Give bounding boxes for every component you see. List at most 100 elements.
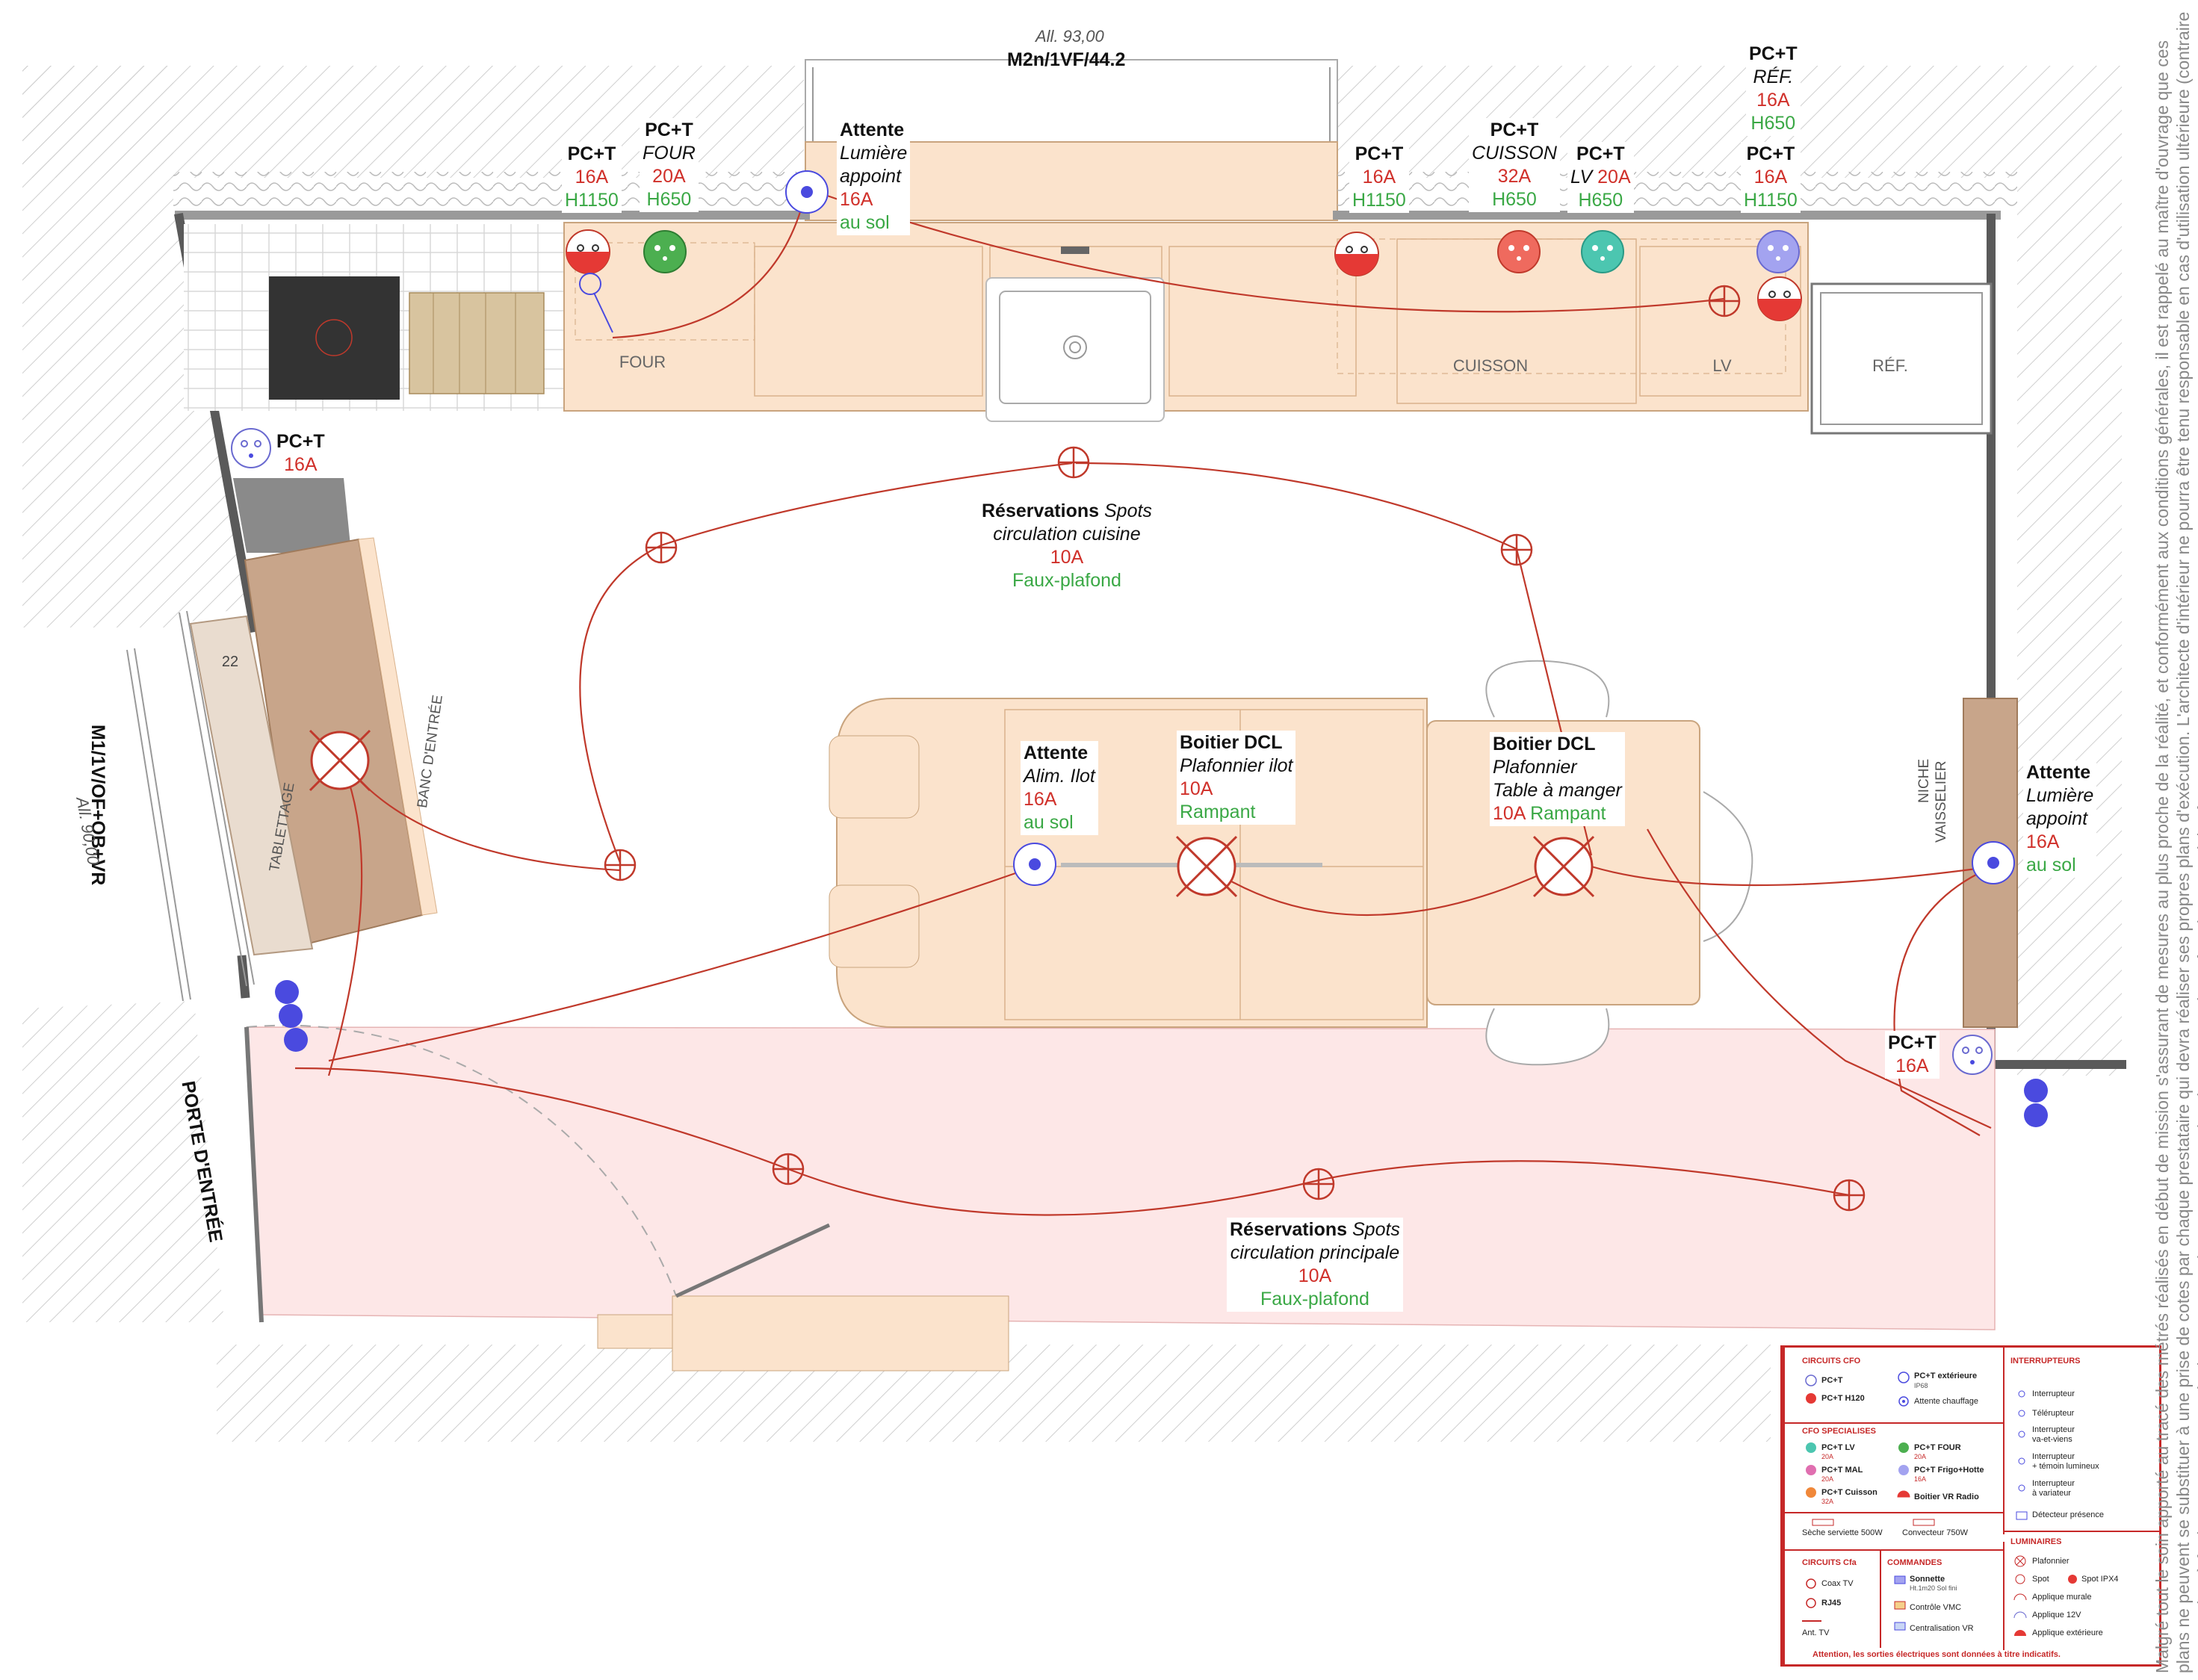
legend: CIRCUITS CFO PC+T PC+T H120 PC+T extérie… bbox=[1780, 1345, 2161, 1667]
label-line: Alim. Ilot bbox=[1024, 766, 1095, 787]
label-note: au sol bbox=[840, 212, 890, 233]
tablettage-depth: 22 bbox=[222, 654, 238, 670]
top-window-sill: All. 93,00 bbox=[1035, 27, 1104, 46]
legend-mal: PC+T MAL bbox=[1821, 1466, 1863, 1475]
legend-sonnette: Sonnette bbox=[1910, 1575, 1945, 1584]
outlets bbox=[231, 229, 1993, 1075]
legend-pct-ext: PC+T extérieure bbox=[1914, 1371, 1978, 1380]
label-amp: 16A bbox=[2026, 831, 2060, 852]
insulation-left bbox=[173, 172, 802, 209]
label-attente-lumiere-right: Attente Lumière appoint 16A au sol bbox=[2023, 760, 2097, 878]
ref-label: RÉF. bbox=[1872, 356, 1908, 375]
legend-lum4: Applique 12V bbox=[2032, 1611, 2081, 1619]
label-line: Lumière bbox=[840, 143, 908, 164]
label-pc-lv: PC+T LV 20A H650 bbox=[1567, 142, 1634, 213]
legend-int5b: à variateur bbox=[2032, 1489, 2071, 1498]
left-window bbox=[126, 610, 255, 1002]
legend-four-amp: 20A bbox=[1914, 1453, 1927, 1460]
label-name: LV bbox=[1570, 167, 1593, 187]
four-label: FOUR bbox=[619, 353, 666, 371]
label-title: Attente bbox=[840, 120, 905, 140]
label-pc-bottom-right: PC+T 16A bbox=[1885, 1031, 1939, 1079]
legend-seche: Sèche serviette 500W bbox=[1802, 1528, 1883, 1537]
label-height: H1150 bbox=[1352, 190, 1406, 211]
legend-frigo: PC+T Frigo+Hotte bbox=[1914, 1466, 1984, 1475]
label-title: PC+T bbox=[1746, 143, 1795, 164]
legend-mal-amp: 20A bbox=[1821, 1475, 1834, 1483]
legend-int5a: Interrupteur bbox=[2032, 1479, 2075, 1488]
legend-lum2: Spot bbox=[2032, 1575, 2049, 1584]
kitchen-counter bbox=[184, 222, 1993, 435]
label-height: H1150 bbox=[565, 190, 619, 211]
label-note: au sol bbox=[1024, 812, 1074, 833]
legend-lum3: Applique murale bbox=[2032, 1593, 2092, 1602]
label-title-italic: Spots bbox=[1352, 1219, 1400, 1240]
label-amp: 16A bbox=[1756, 90, 1790, 111]
entrance-zone bbox=[246, 1026, 1996, 1330]
label-amp: 16A bbox=[575, 167, 609, 187]
ceiling-light-icon bbox=[1532, 835, 1595, 898]
legend-pct-h120: PC+T H120 bbox=[1821, 1394, 1865, 1403]
outlet-ref-icon bbox=[1756, 230, 1800, 273]
label-height: H650 bbox=[646, 189, 692, 210]
label-pc-right1: PC+T 16A H1150 bbox=[1349, 142, 1409, 213]
legend-lv: PC+T LV bbox=[1821, 1443, 1855, 1452]
legend-ant: Ant. TV bbox=[1802, 1628, 1830, 1637]
label-title: PC+T bbox=[1355, 143, 1404, 164]
label-title: Réservations bbox=[982, 500, 1100, 521]
label-note: au sol bbox=[2026, 855, 2076, 875]
label-pc-left: PC+T 16A H1150 bbox=[562, 142, 622, 213]
legend-attente-chauffage: Attente chauffage bbox=[1914, 1397, 1979, 1406]
label-line: circulation principale bbox=[1230, 1242, 1400, 1263]
label-title: Attente bbox=[1024, 743, 1089, 763]
label-height: H650 bbox=[1750, 113, 1796, 134]
entry-cabinet bbox=[233, 478, 351, 553]
label-amp: 10A bbox=[1180, 778, 1213, 799]
label-amp: 16A bbox=[840, 189, 873, 210]
spot-icon bbox=[772, 1153, 805, 1185]
label-note: Faux-plafond bbox=[1260, 1289, 1369, 1309]
spot-icon bbox=[645, 531, 678, 564]
label-title: PC+T bbox=[645, 120, 693, 140]
label-line: appoint bbox=[2026, 808, 2088, 829]
outlet-icon bbox=[1952, 1035, 1993, 1075]
outlet-red-icon bbox=[1334, 232, 1379, 276]
label-title: Boitier DCL bbox=[1180, 732, 1283, 753]
label-title: PC+T bbox=[276, 431, 325, 452]
label-spots-principale: Réservations Spots circulation principal… bbox=[1227, 1218, 1403, 1312]
label-line: appoint bbox=[840, 166, 902, 187]
label-title: Réservations bbox=[1230, 1219, 1348, 1240]
label-title: PC+T bbox=[1749, 43, 1798, 64]
label-amp: 16A bbox=[1024, 789, 1057, 810]
label-pc-four: PC+T FOUR 20A H650 bbox=[640, 118, 699, 212]
label-title: PC+T bbox=[1888, 1032, 1937, 1053]
outlet-red-icon bbox=[566, 229, 610, 274]
outlet-lv-icon bbox=[1581, 230, 1624, 273]
label-title: PC+T bbox=[567, 143, 616, 164]
legend-int3a: Interrupteur bbox=[2032, 1425, 2075, 1434]
legend-four: PC+T FOUR bbox=[1914, 1443, 1961, 1452]
legend-int4b: + témoin lumineux bbox=[2032, 1462, 2099, 1471]
insulation-right bbox=[1337, 172, 2017, 209]
doormat bbox=[672, 1295, 1009, 1371]
label-title: Boitier DCL bbox=[1493, 734, 1596, 754]
legend-commandes: COMMANDES bbox=[1887, 1558, 1942, 1567]
floor-box-icon bbox=[1972, 841, 2015, 884]
legend-lum1: Plafonnier bbox=[2032, 1557, 2069, 1566]
legend-sonnette-h: Ht.1m20 Sol fini bbox=[1910, 1584, 1957, 1592]
label-line: Plafonnier bbox=[1493, 757, 1577, 778]
legend-centralisation: Centralisation VR bbox=[1910, 1624, 1974, 1633]
label-attente-lumiere-top: Attente Lumière appoint 16A au sol bbox=[837, 118, 911, 235]
label-amp: 20A bbox=[652, 166, 686, 187]
legend-warning: Attention, les sorties électriques sont … bbox=[1812, 1650, 2061, 1659]
switch-icons bbox=[275, 273, 2048, 1127]
vaisselier-label: VAISSELIER bbox=[1934, 760, 1949, 843]
legend-cuisson-amp: 32A bbox=[1821, 1498, 1834, 1505]
floor-box-icon bbox=[1013, 843, 1056, 886]
label-title: PC+T bbox=[1576, 143, 1625, 164]
label-amp: 16A bbox=[1895, 1056, 1929, 1076]
label-pc-cuisson: PC+T CUISSON 32A H650 bbox=[1469, 118, 1560, 212]
exterior-hatch bbox=[22, 66, 2122, 1442]
spot-icon bbox=[1833, 1179, 1866, 1212]
